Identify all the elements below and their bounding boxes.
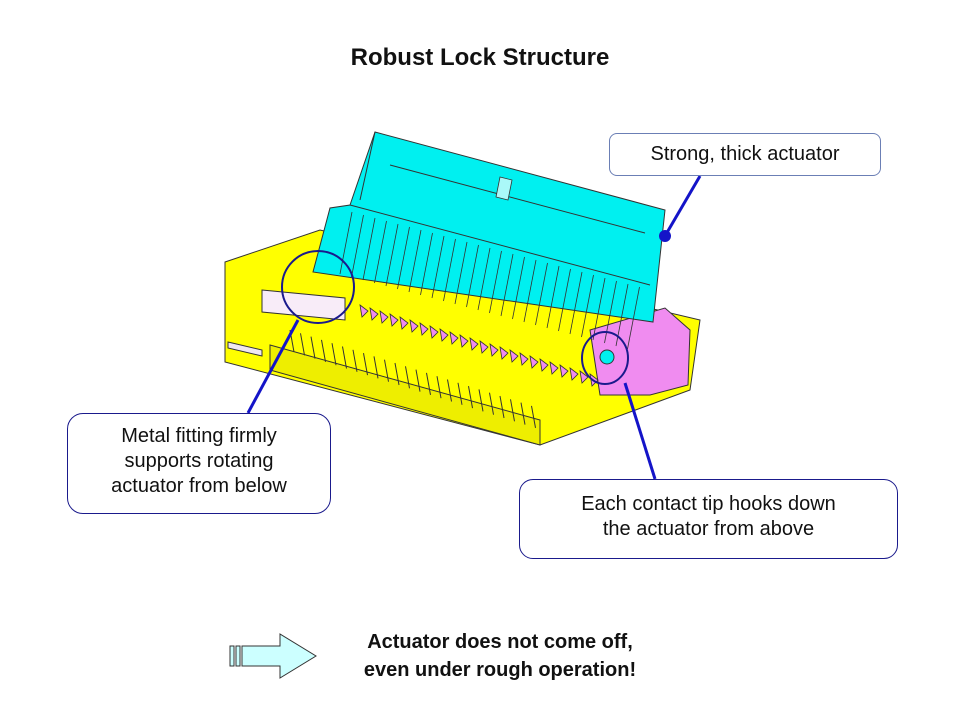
callout-metal-line: Metal fitting firmly bbox=[121, 425, 277, 447]
housing-slot bbox=[405, 366, 410, 389]
actuator-rib bbox=[569, 271, 583, 335]
callout-metal-line: actuator from below bbox=[111, 475, 287, 497]
contact-tooth bbox=[419, 322, 429, 336]
actuator-rib bbox=[408, 229, 422, 293]
contact-tooth bbox=[469, 337, 479, 351]
conclusion-text: Actuator does not come off, even under r… bbox=[320, 628, 680, 684]
contact-tooth bbox=[489, 343, 499, 357]
actuator-rib bbox=[431, 235, 445, 299]
actuator-rib bbox=[339, 211, 353, 275]
actuator-rib bbox=[500, 253, 514, 317]
contact-leader-line bbox=[623, 382, 657, 480]
actuator-rib bbox=[374, 220, 387, 284]
housing-slot bbox=[447, 379, 452, 402]
callout-contact-line: Each contact tip hooks down bbox=[581, 493, 836, 515]
right-arrow-icon bbox=[229, 633, 317, 679]
contact-tooth bbox=[529, 355, 539, 369]
housing-slot bbox=[384, 359, 389, 382]
housing-slot bbox=[331, 343, 337, 366]
contact-tooth bbox=[399, 316, 409, 330]
contact-tooth bbox=[569, 367, 579, 381]
page-title: Robust Lock Structure bbox=[350, 44, 610, 71]
actuator-rib bbox=[397, 226, 410, 290]
actuator-rib bbox=[489, 250, 502, 314]
housing-slot bbox=[373, 356, 379, 379]
actuator-rib bbox=[466, 244, 479, 308]
contact-tooth bbox=[559, 364, 569, 378]
actuator-rib bbox=[351, 214, 364, 278]
actuator-rib bbox=[454, 241, 468, 305]
actuator bbox=[312, 131, 666, 350]
actuator-leader-line bbox=[663, 175, 702, 237]
housing-slot bbox=[478, 389, 484, 412]
actuator-rib bbox=[592, 277, 606, 341]
contact-tooth bbox=[379, 310, 389, 324]
contact-tooth bbox=[479, 340, 489, 354]
actuator-rib bbox=[546, 265, 560, 329]
callout-metal-line: supports rotating bbox=[124, 450, 274, 472]
actuator-rib bbox=[558, 268, 571, 332]
housing-slot bbox=[468, 386, 473, 409]
callout-actuator: Strong, thick actuator bbox=[609, 133, 881, 176]
metal-leader-line bbox=[246, 319, 300, 414]
contact-tooth bbox=[459, 334, 469, 348]
metal-fitting-highlight bbox=[281, 250, 355, 324]
callout-actuator-text: Strong, thick actuator bbox=[650, 143, 840, 165]
actuator-rib bbox=[362, 217, 376, 281]
housing-slot bbox=[499, 395, 505, 419]
housing-slot bbox=[342, 346, 347, 369]
housing-slot bbox=[321, 339, 326, 362]
actuator-rib bbox=[477, 247, 491, 311]
contact-tooth bbox=[439, 328, 449, 342]
contact-tooth bbox=[429, 325, 439, 339]
contact-tooth bbox=[549, 361, 559, 375]
callout-contact-line: the actuator from above bbox=[602, 518, 815, 540]
contact-tooth bbox=[369, 307, 379, 321]
housing-slot bbox=[310, 336, 316, 359]
actuator-rib bbox=[385, 223, 399, 287]
contacts bbox=[359, 304, 691, 396]
housing-slot bbox=[426, 372, 431, 395]
actuator-rib bbox=[512, 256, 525, 320]
housing-slot bbox=[489, 392, 494, 415]
contact-tooth bbox=[409, 319, 419, 333]
housing-slot bbox=[415, 369, 421, 392]
contact-tooth bbox=[389, 313, 399, 327]
actuator-rib bbox=[523, 259, 537, 323]
contact-tooth bbox=[519, 352, 529, 366]
contact-tooth bbox=[499, 346, 509, 360]
actuator-leader-dot bbox=[659, 230, 671, 242]
contact-tooth bbox=[449, 331, 459, 345]
housing-slot bbox=[394, 362, 400, 386]
callout-metal-fitting: Metal fitting firmly supports rotating a… bbox=[67, 413, 331, 514]
contact-tip-highlight bbox=[581, 331, 629, 385]
conclusion-line-1: Actuator does not come off, bbox=[367, 631, 633, 653]
actuator-rib bbox=[443, 238, 456, 302]
actuator-rib bbox=[627, 286, 640, 350]
actuator-rib bbox=[535, 262, 548, 326]
housing-slot bbox=[363, 353, 368, 376]
conclusion-line-2: even under rough operation! bbox=[363, 659, 637, 681]
housing-slot bbox=[510, 399, 515, 422]
contact-tooth bbox=[539, 358, 549, 372]
actuator-rib bbox=[420, 232, 433, 296]
contact-tooth bbox=[509, 349, 519, 363]
housing-slot bbox=[457, 382, 463, 405]
contact-tooth bbox=[359, 304, 369, 318]
housing-slot bbox=[436, 376, 442, 399]
housing-slot bbox=[531, 405, 536, 428]
actuator-rib bbox=[581, 274, 594, 338]
housing-slot bbox=[352, 349, 358, 372]
housing-slot bbox=[300, 333, 305, 356]
callout-contact-tip: Each contact tip hooks down the actuator… bbox=[519, 479, 898, 559]
housing-slot bbox=[520, 402, 526, 425]
contact-tooth bbox=[579, 370, 589, 384]
